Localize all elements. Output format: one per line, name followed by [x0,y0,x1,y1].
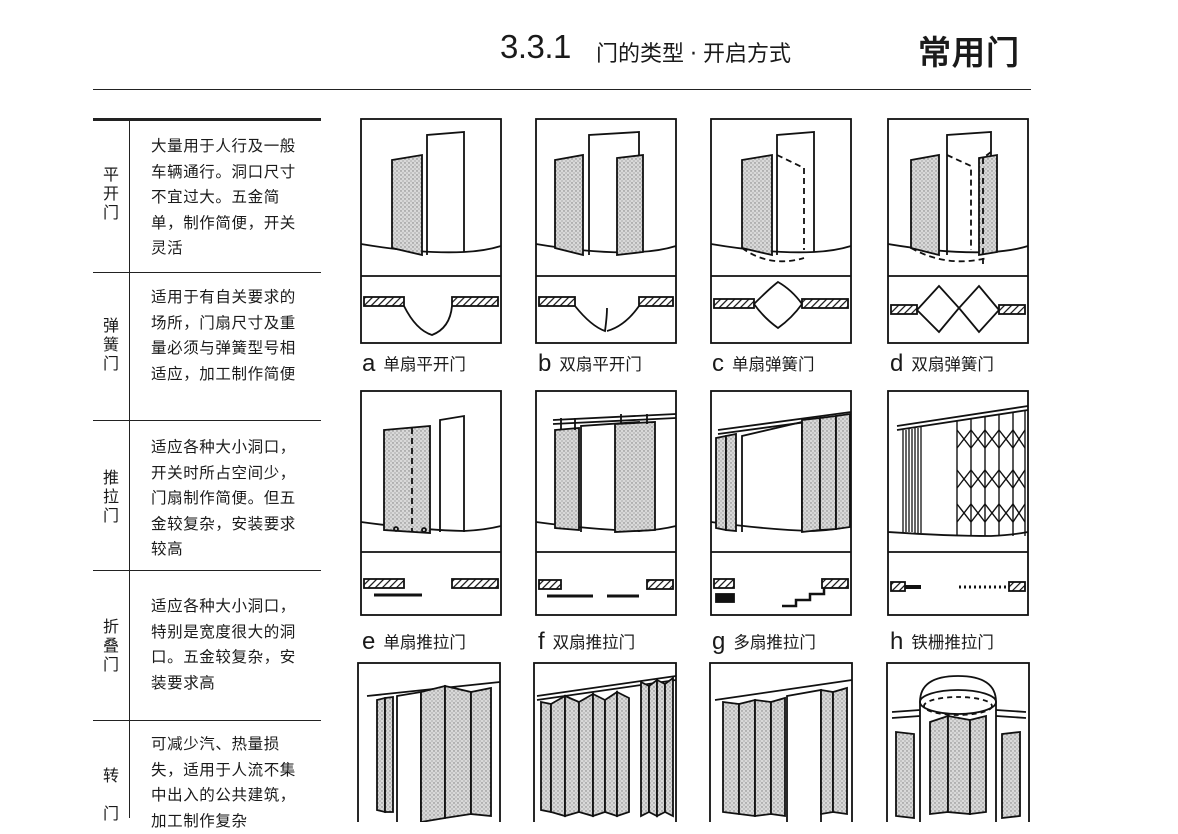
row-description: 适应各种大小洞口，开关时所占空间少，门扇制作简便。但五金较复杂，安装要求较高 [151,438,296,559]
figure-caption: e 单扇推拉门 [362,628,466,656]
figure-caption: a 单扇平开门 [362,350,466,378]
figure-caption-text: 铁栅推拉门 [911,633,994,652]
row-divider [93,272,321,273]
figure-letter: f [538,628,545,655]
row-divider [93,420,321,421]
section-title: 门的类型·开启方式 [596,36,791,68]
figure-single-sliding-door [360,390,502,618]
figure-letter: g [712,628,726,655]
figure-caption: b 双扇平开门 [538,350,642,378]
figure-double-swing-door [535,118,677,346]
figure-caption-text: 双扇平开门 [559,355,642,374]
row-description: 可减少汽、热量损失，适用于人流不集中出入的公共建筑，加工制作复杂 [151,735,296,830]
header-rule [93,89,1031,90]
figure-caption-text: 单扇平开门 [383,355,466,374]
figure-letter: e [362,628,376,655]
figure-caption-text: 双扇弹簧门 [911,355,994,374]
figure-caption-text: 单扇弹簧门 [732,355,815,374]
section-subtitle: 开启方式 [703,42,792,67]
table-row: 转 门 可减少汽、热量损失，适用于人流不集中出入的公共建筑，加工制作复杂 [93,720,321,830]
section-number: 3.3.1 [500,28,571,65]
table-column-divider [129,118,130,818]
figure-single-swing-door [360,118,502,346]
figure-caption: g 多扇推拉门 [712,628,816,656]
row-description: 适用于有自关要求的场所，门扇尺寸及重量必须与弹簧型号相适应，加工制作简便 [151,288,296,383]
figure-caption: c 单扇弹簧门 [712,350,815,378]
row-label: 弹 簧 门 [102,316,119,373]
figure-caption: h 铁栅推拉门 [890,628,994,656]
category-title: 常用门 [918,33,1020,72]
figure-folding-door-multi-leaf [709,662,853,822]
figure-caption-text: 双扇推拉门 [552,633,636,652]
figure-folding-door-multi [533,662,677,822]
figure-grille-sliding-door [887,390,1029,618]
figure-letter: c [712,350,724,377]
row-divider [93,570,321,571]
page-header: 3.3.1 门的类型·开启方式 常用门 [0,0,1178,95]
row-label: 折 叠 门 [102,617,119,674]
figure-multi-leaf-sliding-door [710,390,852,618]
figure-caption-text: 多扇推拉门 [733,633,816,652]
table-row: 弹 簧 门 适用于有自关要求的场所，门扇尺寸及重量必须与弹簧型号相适应，加工制作… [93,272,321,420]
figure-double-sliding-door [535,390,677,618]
table-row: 平 开 门 大量用于人行及一般车辆通行。洞口尺寸不宜过大。五金简单，制作简便，开… [93,118,321,271]
figure-letter: h [890,628,904,655]
figure-single-spring-door [710,118,852,346]
row-label: 平 开 门 [102,165,119,222]
table-row: 推 拉 门 适应各种大小洞口，开关时所占空间少，门扇制作简便。但五金较复杂，安装… [93,420,321,570]
row-divider [93,118,321,121]
figure-revolving-door [886,662,1030,822]
figure-letter: d [890,350,904,377]
table-row: 折 叠 门 适应各种大小洞口，特别是宽度很大的洞口。五金较复杂，安装要求高 [93,570,321,720]
figure-caption-text: 单扇推拉门 [383,633,466,652]
row-label: 转 门 [102,766,119,823]
row-label: 推 拉 门 [102,468,119,525]
row-description: 适应各种大小洞口，特别是宽度很大的洞口。五金较复杂，安装要求高 [151,597,296,692]
figure-letter: b [538,350,552,377]
row-description: 大量用于人行及一般车辆通行。洞口尺寸不宜过大。五金简单，制作简便，开关灵活 [151,137,296,258]
row-divider [93,720,321,721]
figure-caption: d 双扇弹簧门 [890,350,994,378]
figure-double-spring-door [887,118,1029,346]
section-title-text: 门的类型 [596,42,685,67]
title-separator: · [690,42,698,67]
figure-caption: f 双扇推拉门 [538,628,635,656]
figure-letter: a [362,350,376,377]
figure-folding-door-single [357,662,501,822]
